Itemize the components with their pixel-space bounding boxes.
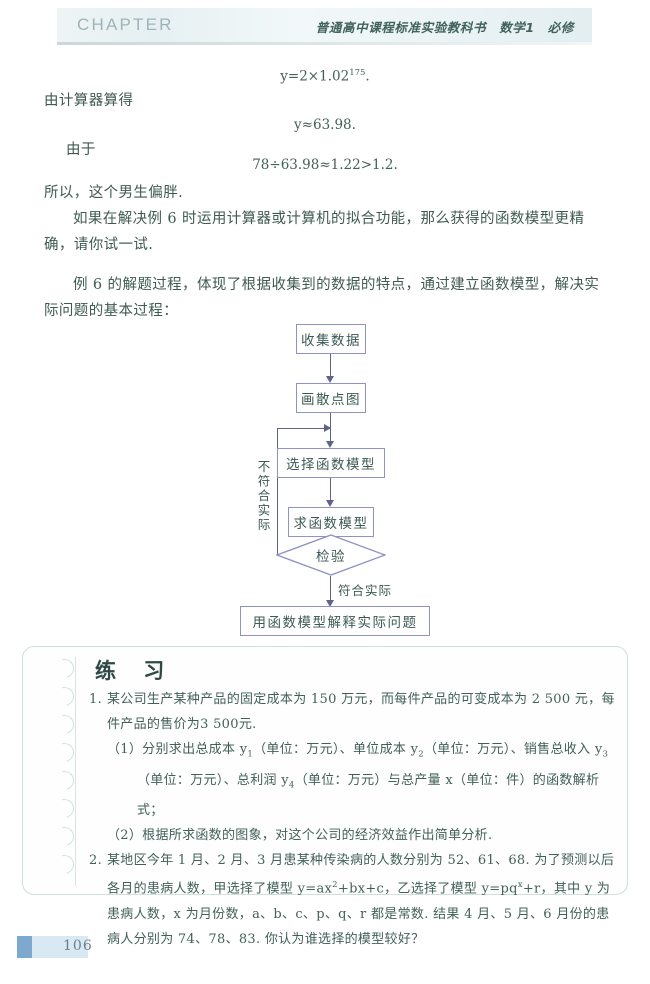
notebook-ring-icon [51, 851, 78, 878]
flow-feedback-vertical [277, 428, 279, 556]
exercise-heading: 练 习 [95, 658, 175, 683]
notebook-ring-icon [51, 711, 78, 738]
paragraph-fitting-hint: 如果在解决例 6 时运用计算器或计算机的拟合功能，那么获得的函数模型更精确，请你… [44, 211, 585, 253]
subscript-y4: 4 [288, 780, 295, 791]
sub-1-marker: （1） [107, 742, 143, 757]
header-divider-rule [57, 42, 592, 45]
flow-edge-label-not-consistent: 不符合实际 [255, 460, 271, 533]
paragraph-modeling-process: 例 6 的解题过程，体现了根据收集到的数据的特点，通过建立函数模型，解决实际问题… [44, 277, 600, 319]
exercise-item-2-number: 2. [89, 853, 103, 869]
since-label: 由于 [66, 142, 96, 158]
exercise-panel: 练 习 1. 某公司生产某种产品的固定成本为 150 万元，而每件产品的可变成本… [22, 646, 628, 947]
footer-color-bar [32, 936, 88, 958]
flow-arrowhead-to-scatter [326, 376, 334, 383]
notebook-ring-icon [51, 683, 78, 710]
exercise-item-2-text: 某地区今年 1 月、2 月、3 月患某种传染病的人数分别为 52、61、68. … [107, 853, 615, 947]
notebook-ring-icon [51, 739, 78, 766]
exercise-item-2: 2. 某地区今年 1 月、2 月、3 月患某种传染病的人数分别为 52、61、6… [89, 848, 619, 951]
notebook-ring-icon [51, 795, 78, 822]
subscript-y1: 1 [247, 749, 254, 760]
chapter-word-label: CHAPTER [77, 15, 174, 34]
flow-node-verify-label: 检验 [316, 549, 346, 565]
exercise-list: 1. 某公司生产某种产品的固定成本为 150 万元，而每件产品的可变成本为 2 … [89, 687, 619, 952]
exercise-item-1-number: 1. [89, 692, 103, 707]
superscript-x-squared: 2 [332, 880, 338, 891]
exercise-item-1-sub-2: （2）根据所求函数的图象，对这个公司的经济效益作出简单分析. [107, 828, 493, 844]
flow-arrowhead-to-choose [326, 441, 334, 448]
calculator-result-label: 由计算器算得 [44, 93, 134, 109]
superscript-q-power-x: x [517, 880, 523, 891]
textbook-title: 普通高中课程标准实验教科书 数学1 必修 [315, 20, 574, 35]
flow-edge-collect-to-scatter [330, 354, 332, 380]
flow-arrowhead-to-explain [326, 600, 334, 607]
exercise-item-1: 1. 某公司生产某种产品的固定成本为 150 万元，而每件产品的可变成本为 2 … [89, 687, 619, 848]
flow-node-choose-model: 选择函数模型 [277, 448, 385, 478]
diamond-shape-icon [276, 534, 386, 576]
subscript-y3: 3 [602, 749, 609, 760]
exercise-item-1-text: 某公司生产某种产品的固定成本为 150 万元，而每件产品的可变成本为 2 500… [107, 692, 615, 732]
equation-ratio-check: 78÷63.98≈1.22>1.2. [252, 157, 398, 173]
flow-node-solve-model: 求函数模型 [288, 507, 374, 537]
subscript-y2: 2 [418, 749, 424, 760]
page-number: 106 [63, 938, 93, 954]
flow-node-collect-data: 收集数据 [296, 324, 366, 354]
footer-color-swatch [17, 936, 32, 958]
flow-feedback-top-horizontal [277, 428, 331, 430]
notebook-ring-icon [51, 767, 78, 794]
flow-node-explain-problem: 用函数模型解释实际问题 [240, 606, 430, 636]
flow-edge-verify-to-explain [330, 576, 332, 604]
flow-node-draw-scatter: 画散点图 [296, 383, 366, 413]
flow-arrowhead-feedback-join [324, 424, 331, 432]
modeling-process-flowchart: 收集数据 画散点图 不符合实际 选择函数模型 求函数模型 检验 符合实际 用函数… [0, 318, 650, 636]
sub-2-marker: （2） [107, 828, 143, 844]
flow-edge-choose-to-solve [330, 478, 332, 504]
page-header-band: CHAPTER 普通高中课程标准实验教科书 数学1 必修 [57, 8, 592, 42]
flow-edge-label-consistent: 符合实际 [338, 583, 393, 598]
exercise-item-1-sub-1: （1）分别求出总成本 y1（单位：万元）、单位成本 y2（单位：万元）、销售总收… [107, 742, 609, 819]
notebook-spine-line [75, 657, 77, 886]
flow-node-verify: 检验 [276, 534, 386, 576]
exponent-175: 175 [349, 68, 366, 78]
notebook-ring-icon [51, 655, 78, 682]
conclusion-line: 所以，这个男生偏胖. [44, 185, 184, 201]
flow-arrowhead-to-solve [326, 500, 334, 507]
notebook-ring-icon [51, 823, 78, 850]
equation-y-approx: y≈63.98. [294, 117, 356, 133]
equation-growth-model: y=2×1.02175. [280, 68, 370, 85]
